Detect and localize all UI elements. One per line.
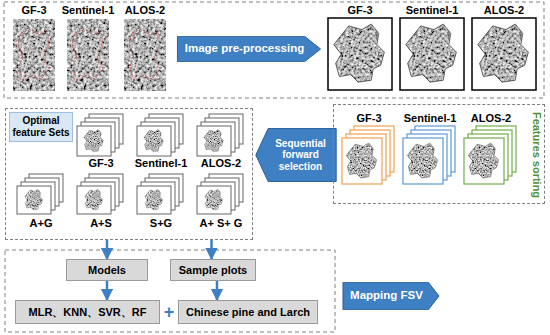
image-label: Sentinel-1 bbox=[406, 4, 459, 17]
optimal-stacks-row2 bbox=[77, 186, 111, 214]
process-arrow: Image pre-processing bbox=[176, 36, 322, 62]
process-box: MLR、KNN、SVR、RF bbox=[15, 300, 160, 324]
raw-sar-images bbox=[13, 19, 55, 91]
flow-arrow bbox=[106, 240, 109, 259]
feature-stack-alos bbox=[466, 141, 502, 182]
image-label: ALOS-2 bbox=[471, 112, 511, 125]
processed-sar-images bbox=[474, 20, 534, 88]
optimal-stacks-row1 bbox=[82, 128, 105, 154]
box-label: Sequential forward selection bbox=[255, 138, 337, 173]
processed-sar-images bbox=[402, 20, 462, 88]
optimal-set-panel: Optimal feature SetsGF-3 Sentinel-1 ALOS-2… bbox=[5, 108, 253, 240]
processed-image: ALOS-2 bbox=[470, 4, 538, 92]
optimal-stacks-row1 bbox=[77, 114, 243, 156]
optimal-stacks-row2 bbox=[137, 186, 171, 214]
processed-image: GF-3 bbox=[326, 4, 394, 92]
arrow-shape bbox=[256, 129, 336, 182]
optimal-stacks-row2 bbox=[23, 188, 44, 212]
image-label: GF-3 bbox=[21, 4, 46, 17]
image-label: Sentinel-1 bbox=[404, 112, 457, 125]
optimal-stacks-row2 bbox=[17, 186, 51, 214]
image-label: GF-3 bbox=[356, 112, 381, 125]
processed-sar-images bbox=[328, 18, 536, 90]
image-label: S+G bbox=[150, 217, 172, 230]
arrow-shape bbox=[343, 282, 439, 309]
image-label: A+G bbox=[30, 217, 53, 230]
optimal-stacks-row1 bbox=[142, 128, 165, 154]
box-label: Models bbox=[88, 264, 126, 277]
image-label: ALOS-2 bbox=[125, 4, 165, 17]
box-label: MLR、KNN、SVR、RF bbox=[29, 306, 147, 319]
box-label: Mapping FSV bbox=[347, 289, 435, 302]
feature-stack: A+S bbox=[75, 172, 127, 230]
input-panel bbox=[4, 2, 544, 98]
flow-arrow bbox=[106, 281, 109, 300]
optimal-stacks-row2 bbox=[17, 174, 243, 214]
image-label: A+S bbox=[90, 217, 112, 230]
feature-stack-sentinel bbox=[403, 138, 443, 184]
raw-sar-images bbox=[13, 19, 166, 91]
feature-stack: GF-3 bbox=[75, 112, 127, 170]
process-arrow: Sequential forward selection bbox=[255, 128, 337, 182]
panel-title: Optimal feature Sets bbox=[9, 112, 73, 142]
sar-image: Sentinel-1 bbox=[58, 4, 118, 92]
feature-stack: GF-3 bbox=[340, 112, 398, 186]
image-label: Sentinel-1 bbox=[62, 4, 115, 17]
feature-stack: Sentinel-1 bbox=[135, 112, 187, 170]
panel-title: Features sorting bbox=[530, 112, 543, 198]
feature-stack-alos bbox=[464, 138, 504, 184]
optimal-stacks-row1 bbox=[202, 128, 225, 154]
feature-stack-gf3 bbox=[344, 141, 380, 182]
modeling-panel bbox=[5, 250, 335, 332]
feature-stack-alos bbox=[464, 126, 516, 184]
box-label: Image pre-processing bbox=[182, 42, 317, 55]
image-label: ALOS-2 bbox=[484, 4, 524, 17]
feature-stack: ALOS-2 bbox=[462, 112, 520, 186]
optimal-stacks-row1 bbox=[77, 126, 111, 156]
processed-sar-images bbox=[472, 18, 536, 90]
feature-stack: ALOS-2 bbox=[195, 112, 247, 170]
optimal-stacks-row2 bbox=[203, 188, 224, 212]
image-label: Sentinel-1 bbox=[135, 157, 188, 170]
processed-sar-images bbox=[330, 20, 390, 88]
optimal-stacks-row2 bbox=[83, 188, 104, 212]
image-label: ALOS-2 bbox=[201, 157, 241, 170]
image-label: A+ S+ G bbox=[200, 217, 243, 230]
sar-image: ALOS-2 bbox=[120, 4, 170, 92]
feature-stack: A+ S+ G bbox=[195, 172, 247, 230]
processed-sar-images bbox=[328, 18, 392, 90]
feature-stack-sentinel bbox=[403, 126, 455, 184]
flow-arrow bbox=[216, 281, 219, 300]
output-arrow: Mapping FSV bbox=[342, 282, 440, 310]
feature-stack: A+G bbox=[15, 172, 67, 230]
optimal-stacks-row2 bbox=[143, 188, 164, 212]
box-label: Sample plots bbox=[179, 264, 247, 277]
process-box: Models bbox=[66, 259, 148, 281]
optimal-stacks-row2 bbox=[197, 186, 231, 214]
process-box: Sample plots bbox=[170, 259, 256, 281]
plus-sign: + bbox=[160, 300, 178, 324]
feature-stack-gf3 bbox=[342, 138, 382, 184]
feature-stack: S+G bbox=[135, 172, 187, 230]
feature-stack: Sentinel-1 bbox=[401, 112, 459, 186]
processed-image: Sentinel-1 bbox=[398, 4, 466, 92]
raw-sar-images bbox=[67, 19, 109, 91]
box-label: Chinese pine and Larch bbox=[186, 306, 310, 319]
image-label: GF-3 bbox=[347, 4, 372, 17]
process-box: Chinese pine and Larch bbox=[178, 300, 318, 324]
optimal-stacks-row1 bbox=[197, 126, 231, 156]
feature-stack-gf3 bbox=[342, 126, 394, 184]
feature-panel: Features sorting GF-3 Sentinel-1 ALOS-2 bbox=[333, 104, 545, 204]
raw-sar-images bbox=[124, 19, 166, 91]
processed-sar-images bbox=[400, 18, 464, 90]
flow-arrow bbox=[210, 240, 213, 259]
arrow-shape bbox=[177, 36, 320, 61]
image-label: GF-3 bbox=[88, 157, 113, 170]
optimal-stacks-row1 bbox=[137, 126, 171, 156]
feature-stack-sentinel bbox=[405, 141, 441, 182]
sar-image: GF-3 bbox=[12, 4, 56, 92]
